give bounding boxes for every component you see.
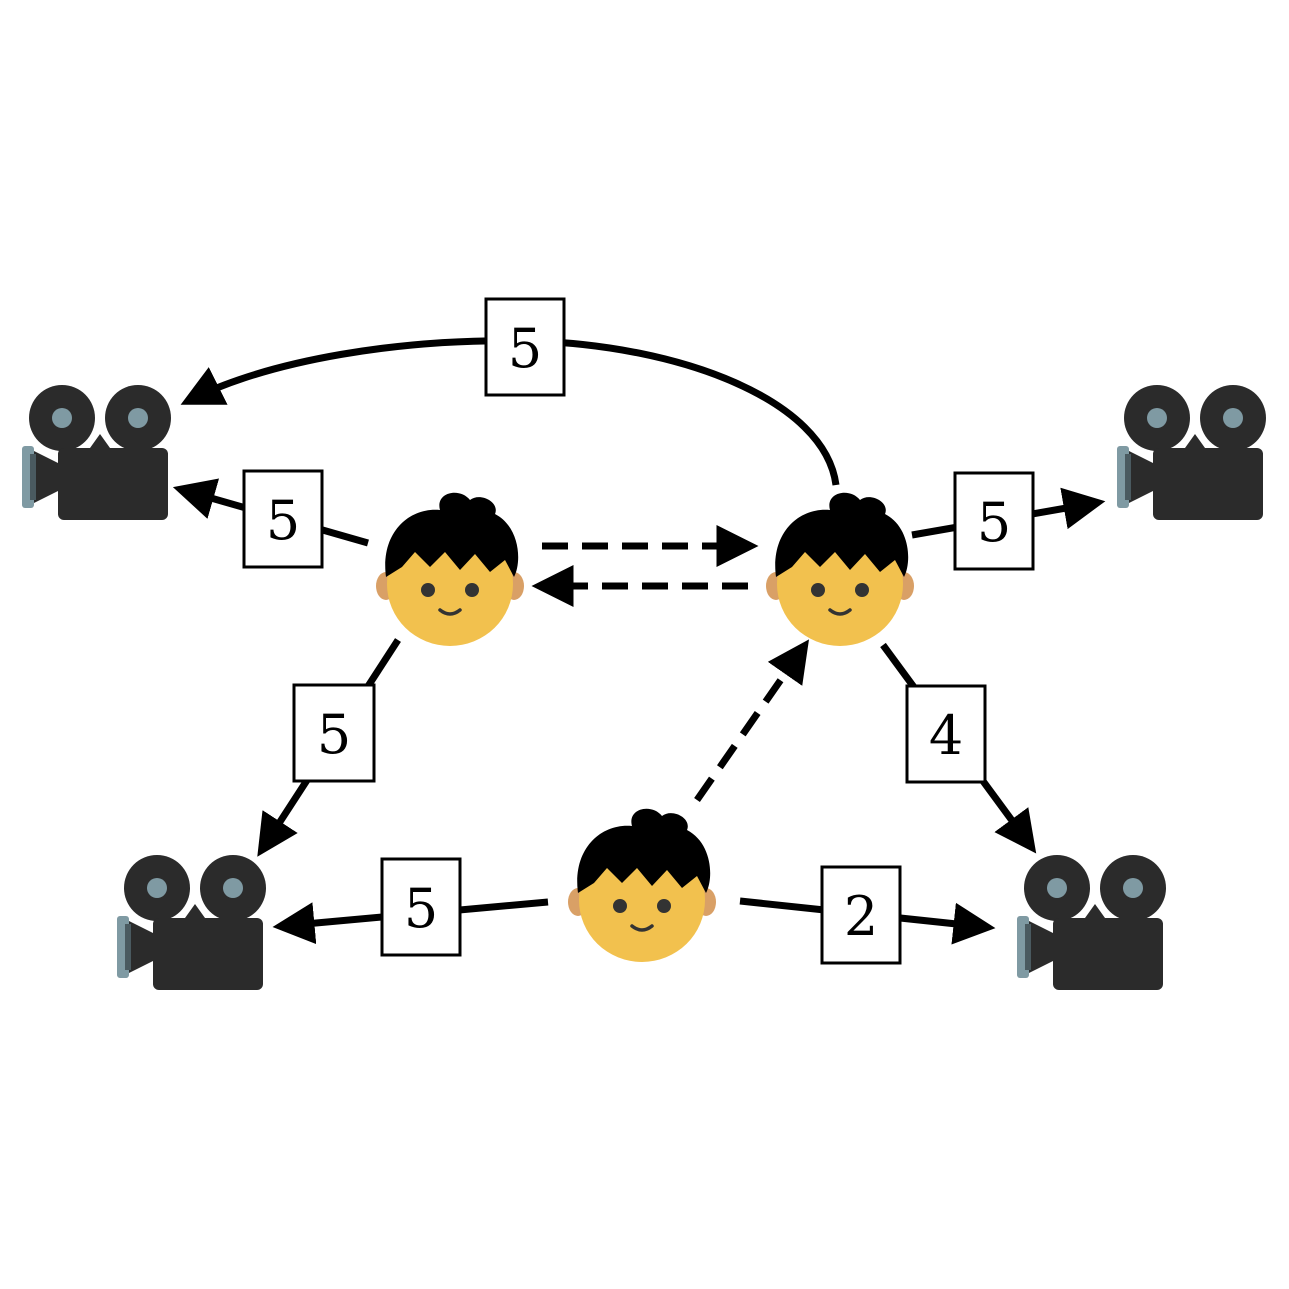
- rating-label: 5: [242, 469, 324, 569]
- movie-camera-icon: [1017, 855, 1166, 990]
- rating-label: 5: [484, 297, 566, 397]
- person-icon: [374, 490, 526, 648]
- rating-label: 5: [292, 683, 376, 783]
- person-icon: [764, 490, 916, 648]
- rating-value: 2: [844, 885, 878, 948]
- rating-value: 5: [266, 489, 300, 552]
- rating-value: 5: [317, 703, 351, 766]
- rating-label: 4: [905, 684, 987, 784]
- movie-camera-icon: [22, 385, 171, 520]
- rating-label: 5: [380, 857, 462, 957]
- movie-camera-icon: [1117, 385, 1266, 520]
- rating-value: 5: [508, 317, 542, 380]
- movie-camera-icon: [117, 855, 266, 990]
- rating-value: 5: [404, 877, 438, 940]
- rating-label: 5: [953, 471, 1035, 571]
- rating-label: 2: [820, 865, 902, 965]
- rating-value: 4: [929, 704, 963, 767]
- social-link-bottom-to-right: [694, 639, 810, 803]
- person-icon: [566, 806, 718, 964]
- rating-value: 5: [977, 491, 1011, 554]
